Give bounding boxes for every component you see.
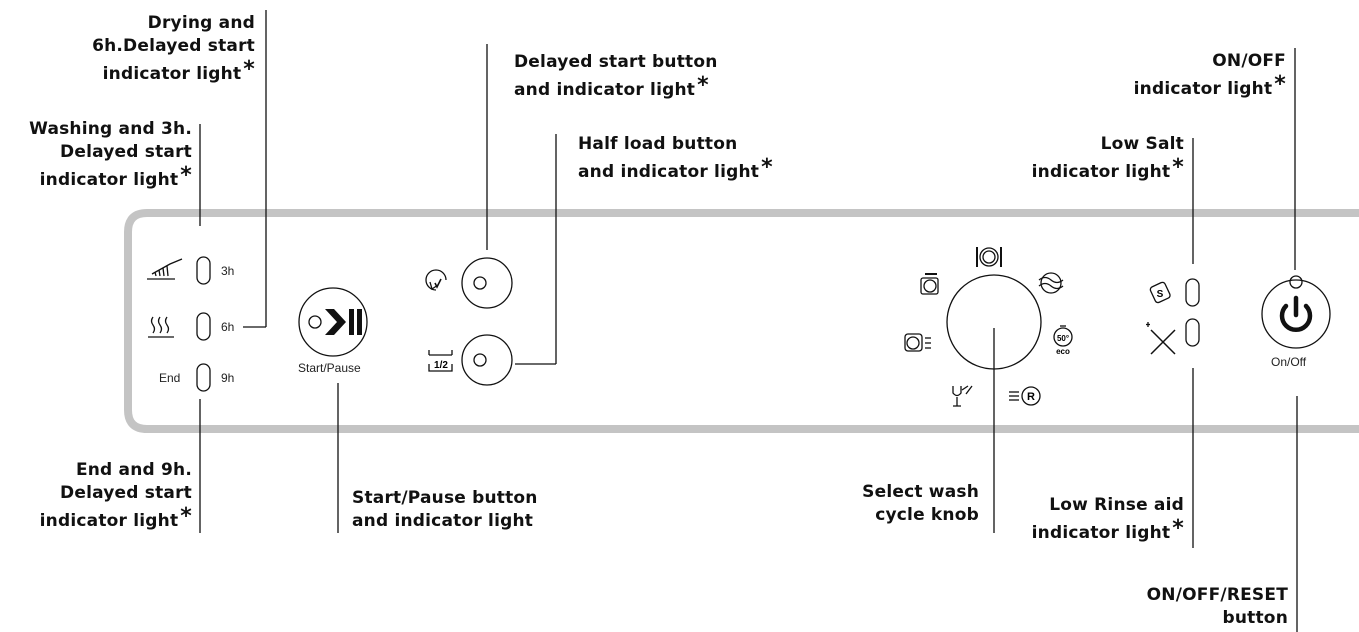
on-off-light xyxy=(1289,275,1303,289)
low-salt-indicator-light xyxy=(1185,278,1200,307)
eco-label: eco xyxy=(1056,347,1070,356)
on-off-button xyxy=(1261,279,1331,349)
callout-washing: Washing and 3h. Delayed start indicator … xyxy=(29,119,192,190)
control-panel-outline xyxy=(124,209,1359,433)
half-load-button xyxy=(461,334,513,386)
delayed-start-light xyxy=(473,276,487,290)
play-pause-icon xyxy=(325,309,362,335)
salt-symbol: S xyxy=(1157,289,1164,300)
low-salt-icon xyxy=(1149,281,1171,304)
callout-low-rinse: Low Rinse aid indicator light* xyxy=(1031,495,1184,543)
half-load-symbol: 1/2 xyxy=(434,360,448,371)
callout-drying: Drying and 6h.Delayed start indicator li… xyxy=(92,13,255,84)
indicator-light-9h xyxy=(196,363,211,392)
end-label: End xyxy=(159,371,181,385)
low-rinse-aid-icon xyxy=(1146,322,1176,355)
drying-steam-icon xyxy=(148,316,174,338)
eco-temp-label: 50° xyxy=(1057,334,1069,343)
half-load-light xyxy=(473,353,487,367)
callout-half-load: Half load button and indicator light* xyxy=(578,134,773,182)
delayed-start-button xyxy=(461,257,513,309)
eco-50-icon xyxy=(1053,325,1073,347)
glasses-icon xyxy=(952,385,973,407)
washing-brush-icon xyxy=(147,258,183,280)
rapid-r-icon xyxy=(1009,386,1041,406)
on-off-label: On/Off xyxy=(1271,355,1307,369)
start-pause-light xyxy=(308,315,322,329)
callout-select-knob: Select wash cycle knob xyxy=(862,482,979,525)
hour-label-6h: 6h xyxy=(221,320,235,334)
wash-cycle-knob xyxy=(946,274,1042,370)
indicator-light-6h xyxy=(196,312,211,341)
delayed-clock-icon xyxy=(425,269,447,291)
callout-end: End and 9h. Delayed start indicator ligh… xyxy=(39,460,192,531)
start-pause-label: Start/Pause xyxy=(298,361,361,375)
start-pause-button xyxy=(298,287,368,357)
hour-label-9h: 9h xyxy=(221,371,235,385)
hour-label-3h: 3h xyxy=(221,264,235,278)
indicator-light-3h xyxy=(196,256,211,285)
intensive-pot-icon xyxy=(920,273,939,295)
callout-low-salt: Low Salt indicator light* xyxy=(1031,134,1184,182)
power-icon xyxy=(1279,295,1313,333)
callout-delayed-start: Delayed start button and indicator light… xyxy=(514,52,718,100)
pots-plates-icon xyxy=(904,333,931,352)
callout-reset: ON/OFF/RESET button xyxy=(1146,585,1288,628)
low-rinse-indicator-light xyxy=(1185,318,1200,347)
callout-start-pause: Start/Pause button and indicator light xyxy=(352,488,538,531)
half-load-icon xyxy=(428,350,453,372)
prewash-waves-icon xyxy=(1038,272,1064,294)
rapid-symbol: R xyxy=(1027,391,1035,403)
normal-plate-cutlery-icon xyxy=(976,247,1002,267)
callout-on-off-light: ON/OFF indicator light* xyxy=(1133,51,1286,99)
